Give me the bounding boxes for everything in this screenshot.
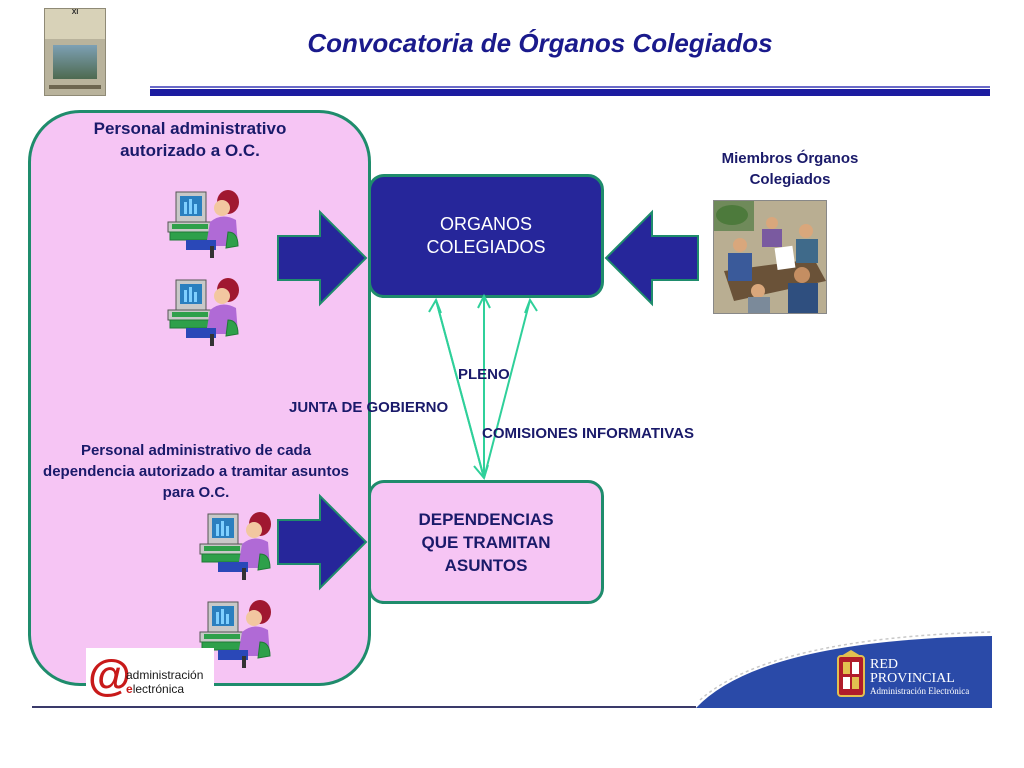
red-provincial-line3: Administración Electrónica bbox=[870, 686, 970, 696]
miembros-label: Miembros Órganos Colegiados bbox=[690, 148, 890, 190]
top-personnel-label-line1: Personal administrativo bbox=[93, 119, 287, 138]
dependencias-box: DEPENDENCIAS QUE TRAMITAN ASUNTOS bbox=[368, 480, 604, 604]
dependencias-line2: QUE TRAMITAN bbox=[421, 532, 551, 552]
red-provincial-logo: RED PROVINCIAL Administración Electrónic… bbox=[838, 652, 998, 702]
poster-image bbox=[53, 45, 97, 79]
junta-gobierno-label: JUNTA DE GOBIERNO bbox=[289, 399, 449, 416]
title-underline-thin bbox=[150, 86, 990, 88]
arrowheads bbox=[428, 293, 538, 481]
top-personnel-label-line2: autorizado a O.C. bbox=[120, 141, 260, 160]
connector-lines bbox=[435, 296, 531, 479]
footer-line bbox=[32, 706, 696, 708]
dependencias-line1: DEPENDENCIAS bbox=[418, 509, 554, 529]
poster-footer bbox=[49, 85, 101, 89]
logo-line1: administración bbox=[126, 668, 204, 682]
comisiones-label: COMISIONES INFORMATIVAS bbox=[482, 425, 694, 442]
organos-line2: COLEGIADOS bbox=[426, 237, 546, 257]
top-personnel-label: Personal administrativo autorizado a O.C… bbox=[40, 118, 340, 162]
mid-personnel-label-line1: Personal administrativo de cada bbox=[80, 442, 312, 459]
poster-header: XI bbox=[45, 9, 105, 39]
meeting-photo-icon bbox=[713, 200, 827, 314]
pleno-label: PLENO bbox=[458, 366, 510, 383]
dependencias-line3: ASUNTOS bbox=[444, 555, 528, 575]
miembros-line2: Colegiados bbox=[749, 171, 831, 188]
poster-icon: XI bbox=[44, 8, 106, 96]
at-symbol-icon: @ bbox=[88, 651, 131, 700]
right-arrow-icon bbox=[277, 493, 368, 591]
organos-line1: ORGANOS bbox=[439, 214, 532, 234]
logo-line2: electrónica bbox=[126, 682, 184, 696]
red-provincial-line2: PROVINCIAL bbox=[870, 671, 955, 686]
organos-colegiados-box: ORGANOS COLEGIADOS bbox=[368, 174, 604, 298]
mid-personnel-label-line3: para O.C. bbox=[162, 484, 230, 501]
mid-personnel-label-line2: dependencia autorizado a tramitar asunto… bbox=[43, 463, 349, 480]
right-arrow-icon bbox=[277, 209, 368, 307]
slide-title: Convocatoria de Órganos Colegiados bbox=[307, 28, 773, 58]
office-worker-icon bbox=[199, 511, 272, 581]
left-arrow-icon bbox=[604, 209, 699, 307]
crest-icon bbox=[837, 650, 865, 697]
title-underline bbox=[150, 89, 990, 96]
logo-line2-rest: lectrónica bbox=[132, 682, 185, 696]
administracion-electronica-logo: @ administración electrónica bbox=[86, 648, 214, 702]
logo-e: e bbox=[126, 682, 133, 696]
office-worker-icon bbox=[167, 277, 240, 347]
red-provincial-line1: RED bbox=[870, 657, 898, 672]
miembros-line1: Miembros Órganos bbox=[721, 150, 859, 167]
office-worker-icon bbox=[167, 189, 240, 259]
mid-personnel-label: Personal administrativo de cada dependen… bbox=[16, 440, 376, 503]
